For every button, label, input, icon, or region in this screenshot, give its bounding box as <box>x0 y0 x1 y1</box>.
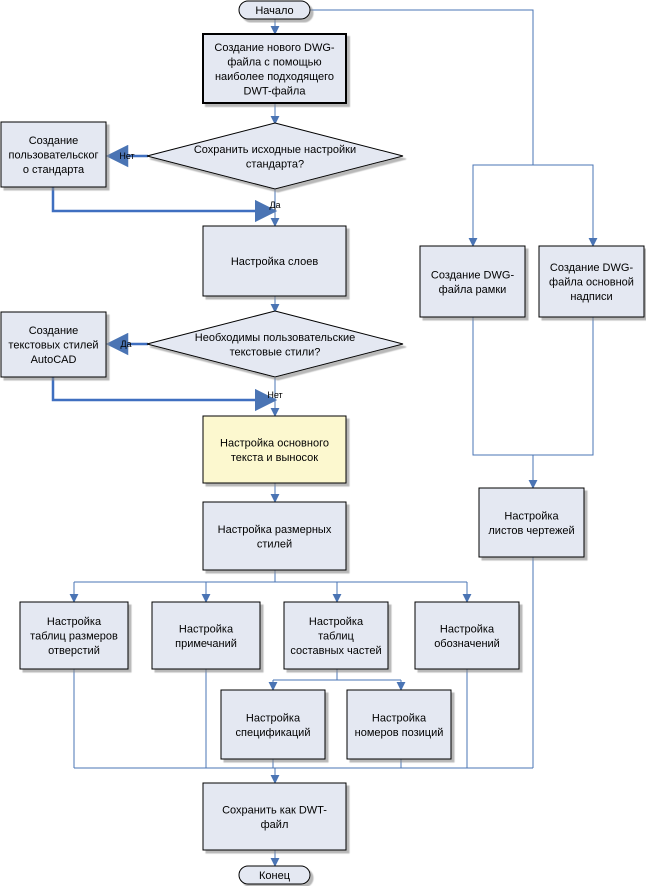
decision-keep-std-label-line: стандарта? <box>246 158 304 170</box>
box-hole-tables-label-line: отверстий <box>48 645 100 657</box>
box-create-dwg-label-line: DWT-файла <box>244 85 307 97</box>
box-hole-tables: Настройка таблиц размеров отверстий <box>19 601 129 670</box>
box-layers-shape <box>202 225 347 297</box>
box-balloons-label-line: Настройка <box>372 712 427 724</box>
box-layers-label-line: Настройка слоев <box>231 256 318 268</box>
decision-need-styles-shape <box>146 310 404 378</box>
box-symbols: Настройка обозначений <box>414 601 520 670</box>
box-frame-dwg: Создание DWG-файла рамки <box>419 245 526 318</box>
box-specs-label-line: Настройка <box>246 712 301 724</box>
box-parts-tables-shape <box>283 601 389 670</box>
box-save-dwt-label-line: файл <box>261 819 289 831</box>
box-save-dwt-shape <box>202 782 347 851</box>
box-create-dwg-shape <box>202 33 347 104</box>
edge-right-title <box>533 164 598 247</box>
start-label: Начало <box>255 5 293 17</box>
box-notes-label-line: Настройка <box>179 623 234 635</box>
box-hole-tables-label-line: Настройка <box>47 616 102 628</box>
box-notes-shape <box>151 601 261 670</box>
box-save-dwt: Сохранить как DWT-файл <box>202 782 347 851</box>
box-text-styles-label-line: Создание <box>29 325 79 337</box>
box-dim-styles: Настройка размерных стилей <box>202 501 347 571</box>
start-terminal: Начало <box>238 0 311 20</box>
box-text-leaders-label-line: текста и выносок <box>231 452 318 464</box>
edge-label-no-1: Нет <box>119 151 134 161</box>
box-dim-styles-label-line: стилей <box>257 538 292 550</box>
end-label: Конец <box>259 870 291 882</box>
box-specs: Настройка спецификаций <box>220 689 326 760</box>
box-notes: Настройка примечаний <box>151 601 261 670</box>
edge-label-yes-1: Да <box>269 200 280 210</box>
box-frame-dwg-label-line: файла рамки <box>439 284 507 296</box>
box-balloons-shape <box>346 689 452 760</box>
box-create-dwg-label-line: Создание нового DWG- <box>214 42 335 54</box>
decision-keep-std: Сохранить исходные настройки стандарта? <box>146 122 404 190</box>
box-layers: Настройка слоев <box>202 225 347 297</box>
decision-keep-std-label-line: Сохранить исходные настройки <box>194 144 356 156</box>
thick-connectors <box>51 144 278 412</box>
box-specs-shape <box>220 689 326 760</box>
decision-need-styles: Необходимы пользовательские текстовые сти… <box>146 310 404 378</box>
box-custom-std: Создание пользовательског о стандарта <box>0 121 107 188</box>
edge-label-no-2: Нет <box>267 390 282 400</box>
box-custom-std-label-line: Создание <box>29 135 79 147</box>
box-custom-std-shape <box>0 121 107 188</box>
box-text-styles-shape <box>0 311 107 378</box>
edge-frame-merge <box>472 317 533 456</box>
box-create-dwg-label-line: наиболее подходящего <box>215 71 334 83</box>
decision-need-styles-label-line: текстовые стили? <box>230 346 321 358</box>
box-parts-tables-label-line: Настройка <box>309 616 364 628</box>
end-terminal: Конец <box>238 865 311 885</box>
box-parts-tables: Настройка таблиц составных частей <box>283 601 389 670</box>
box-dim-styles-shape <box>202 501 347 571</box>
box-create-dwg-label-line: файла с помощью <box>227 56 321 68</box>
box-hole-tables-label-line: таблиц размеров <box>30 631 118 643</box>
box-balloons: Настройка номеров позиций <box>346 689 452 760</box>
box-frame-dwg-shape <box>419 245 526 318</box>
edge-textstyles-return <box>51 377 278 412</box>
box-title-dwg-label-line: надписи <box>570 291 612 303</box>
decision-need-styles-label-line: Необходимы пользовательские <box>195 332 355 344</box>
edge-title-merge <box>533 317 594 456</box>
box-custom-std-label-line: о стандарта <box>23 164 85 176</box>
box-dim-styles-label-line: Настройка размерных <box>218 524 332 536</box>
box-sheets: Настройка листов чертежей <box>478 487 585 558</box>
box-save-dwt-label-line: Сохранить как DWT- <box>222 804 327 816</box>
box-text-leaders: Настройка основного текста и выносок <box>202 415 347 484</box>
box-parts-tables-label-line: составных частей <box>290 645 381 657</box>
box-sheets-shape <box>478 487 585 558</box>
decision-keep-std-shape <box>146 122 404 190</box>
box-hole-tables-shape <box>19 601 129 670</box>
box-title-dwg-label-line: Создание DWG- <box>550 262 634 274</box>
box-title-dwg-label-line: файла основной <box>549 277 634 289</box>
box-title-dwg-shape <box>538 245 645 318</box>
box-text-leaders-label-line: Настройка основного <box>220 437 329 449</box>
box-text-styles-label-line: текстовых стилей <box>8 340 98 352</box>
box-title-dwg: Создание DWG-файла основной надписи <box>538 245 645 318</box>
box-symbols-shape <box>414 601 520 670</box>
box-custom-std-label-line: пользовательског <box>9 150 99 162</box>
box-text-leaders-shape <box>202 415 347 484</box>
connectors <box>69 9 598 867</box>
box-specs-label-line: спецификаций <box>236 727 311 739</box>
edge-labels: Нет Да Да Нет <box>119 151 282 400</box>
box-parts-tables-label-line: таблиц <box>318 631 354 643</box>
box-sheets-label-line: Настройка <box>504 510 559 522</box>
box-text-styles-label-line: AutoCAD <box>31 354 77 366</box>
box-symbols-label-line: Настройка <box>440 623 495 635</box>
edge-custom-return <box>51 187 278 223</box>
box-symbols-label-line: обозначений <box>434 638 500 650</box>
box-notes-label-line: примечаний <box>175 638 237 650</box>
edge-label-yes-2: Да <box>120 339 131 349</box>
box-sheets-label-line: листов чертежей <box>488 525 574 537</box>
box-balloons-label-line: номеров позиций <box>355 727 444 739</box>
box-frame-dwg-label-line: Создание DWG- <box>431 269 515 281</box>
box-create-dwg: Создание нового DWG-файла с помощью наибо… <box>202 33 347 104</box>
